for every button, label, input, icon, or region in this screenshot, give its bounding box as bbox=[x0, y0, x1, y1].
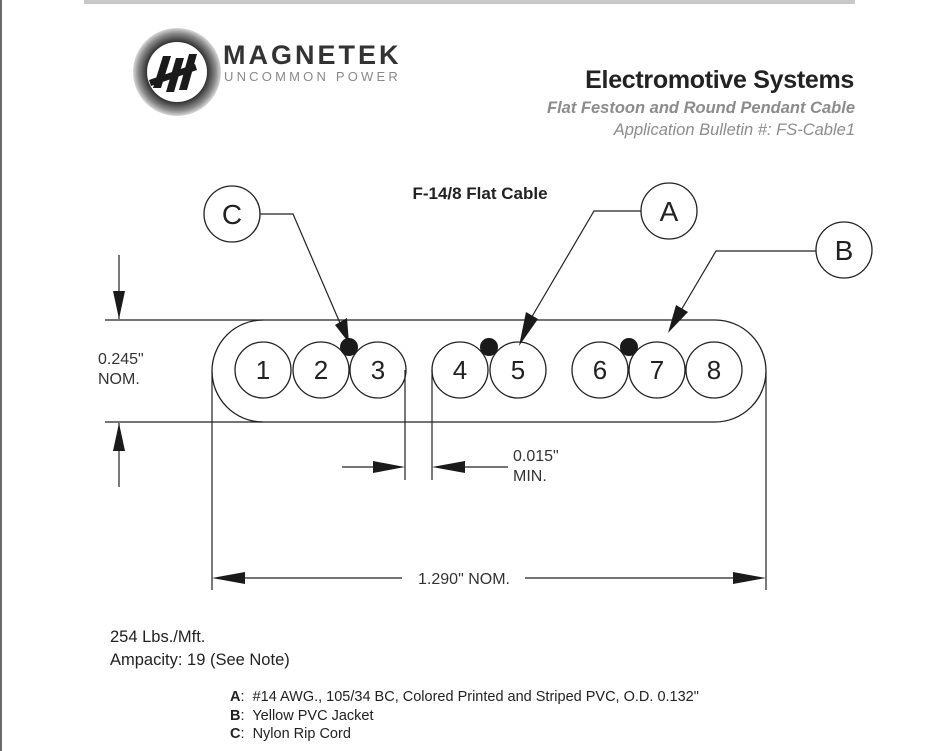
height-arrow-bottom-head bbox=[113, 423, 125, 451]
callout-b-bubble bbox=[815, 221, 873, 279]
legend-key: C bbox=[230, 726, 241, 742]
width-arrow-left-head bbox=[212, 572, 245, 584]
wire-number-6: 6 bbox=[593, 355, 607, 385]
rip-cord-1 bbox=[340, 338, 358, 356]
gap-arrow-left-head bbox=[373, 461, 405, 473]
callout-a-leader bbox=[529, 210, 641, 321]
logo-mark-icon bbox=[133, 28, 221, 116]
callout-a-label: A bbox=[660, 196, 679, 227]
width-dimension: 1.290" NOM. bbox=[418, 571, 510, 588]
wire-conductor-5 bbox=[489, 341, 547, 399]
wire-conductor-7 bbox=[628, 341, 686, 399]
cable-ampacity: Ampacity: 19 (See Note) bbox=[110, 651, 290, 669]
callout-b-leader bbox=[679, 250, 816, 313]
rip-cord-3 bbox=[620, 338, 638, 356]
logo-name: MAGNETEK bbox=[223, 40, 402, 70]
wire-number-5: 5 bbox=[511, 355, 525, 385]
height-arrow-top-head bbox=[113, 291, 125, 319]
wire-number-8: 8 bbox=[707, 355, 721, 385]
callout-b-label: B bbox=[835, 235, 854, 266]
callout-c-arrowhead bbox=[335, 318, 349, 343]
cable-specs: 254 Lbs./Mft. Ampacity: 19 (See Note) bbox=[110, 626, 290, 672]
wire-conductor-2 bbox=[292, 341, 350, 399]
wire-number-7: 7 bbox=[650, 355, 664, 385]
height-dimension-value: 0.245" bbox=[98, 351, 144, 368]
cable-weight: 254 Lbs./Mft. bbox=[110, 628, 206, 646]
gap-dimension-unit: MIN. bbox=[513, 468, 547, 485]
page-subtitle: Flat Festoon and Round Pendant Cable bbox=[546, 99, 855, 117]
legend-key: B bbox=[230, 707, 241, 724]
wire-conductor-1 bbox=[234, 341, 292, 399]
wire-number-4: 4 bbox=[453, 355, 467, 385]
legend-text: Nylon Rip Cord bbox=[252, 726, 351, 742]
page-title: Electromotive Systems bbox=[585, 66, 854, 94]
wire-group: 1 2 3 4 5 6 7 8 bbox=[234, 341, 743, 399]
callout-c-leader bbox=[260, 213, 344, 331]
wire-number-2: 2 bbox=[314, 355, 328, 385]
legend-item: B: Yellow PVC Jacket bbox=[230, 707, 374, 724]
wire-conductor-3 bbox=[349, 341, 407, 399]
callout-a-arrowhead bbox=[519, 312, 538, 346]
height-dimension-unit: NOM. bbox=[98, 371, 140, 388]
page-left-border bbox=[0, 0, 2, 751]
bulletin-number: Application Bulletin #: FS-Cable1 bbox=[613, 121, 855, 139]
legend-text: Yellow PVC Jacket bbox=[252, 707, 374, 724]
component-legend: A: #14 AWG., 105/34 BC, Colored Printed … bbox=[230, 688, 699, 744]
rip-cord-2 bbox=[480, 338, 498, 356]
legend-text: #14 AWG., 105/34 BC, Colored Printed and… bbox=[252, 689, 699, 705]
gap-arrow-right-head bbox=[432, 461, 465, 473]
callout-b-arrowhead bbox=[668, 305, 688, 333]
width-arrow-right-head bbox=[733, 572, 766, 584]
page-top-bar bbox=[84, 0, 855, 4]
logo-tagline: UNCOMMON POWER bbox=[224, 69, 401, 84]
legend-key: A bbox=[230, 689, 241, 705]
gap-dimension-value: 0.015" bbox=[513, 448, 559, 465]
wire-conductor-6 bbox=[571, 341, 629, 399]
wire-number-3: 3 bbox=[371, 355, 385, 385]
cable-jacket-outline bbox=[211, 319, 767, 423]
legend-item: A: #14 AWG., 105/34 BC, Colored Printed … bbox=[230, 689, 699, 705]
wire-conductor-8 bbox=[685, 341, 743, 399]
cable-title: F-14/8 Flat Cable bbox=[412, 184, 547, 203]
magnetek-logo: MAGNETEK UNCOMMON POWER bbox=[125, 22, 425, 122]
callout-c-label: C bbox=[222, 199, 242, 230]
wire-number-1: 1 bbox=[256, 355, 270, 385]
legend-item: C: Nylon Rip Cord bbox=[230, 726, 351, 742]
